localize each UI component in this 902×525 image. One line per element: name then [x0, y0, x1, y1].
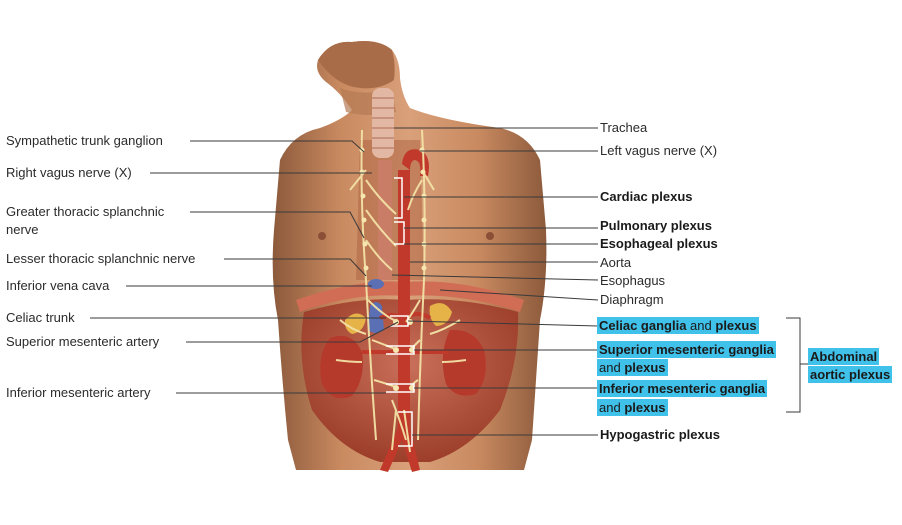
- right-leader-lines: [391, 127, 599, 436]
- superior-and: and: [599, 360, 621, 375]
- label-pulmonary-plexus: Pulmonary plexus: [600, 218, 712, 233]
- inferior-line1: Inferior mesenteric ganglia: [599, 381, 766, 396]
- label-greater-thoracic-splanchnic-line1: Greater thoracic splanchnic: [6, 204, 165, 219]
- aortic-arch: [402, 149, 429, 176]
- esophagus-shape: [378, 160, 392, 280]
- label-superior-mesenteric-artery: Superior mesenteric artery: [6, 334, 160, 349]
- label-aorta: Aorta: [600, 255, 632, 270]
- label-inferior-mesenteric-artery: Inferior mesenteric artery: [6, 385, 151, 400]
- superior-part2: plexus: [624, 360, 666, 375]
- inferior-and: and: [599, 400, 621, 415]
- label-superior-mesenteric-ganglia-line2: and plexus: [597, 359, 668, 376]
- label-celiac-trunk: Celiac trunk: [6, 310, 75, 325]
- label-trachea: Trachea: [600, 120, 648, 135]
- abdominal-line1: Abdominal: [808, 348, 880, 365]
- celiac-part2: plexus: [715, 318, 757, 333]
- celiac-branches: [379, 312, 432, 320]
- inferior-part2: plexus: [624, 400, 666, 415]
- right-nipple: [318, 232, 326, 240]
- left-adrenal: [429, 303, 452, 326]
- label-abdominal-aortic-plexus-line1: Abdominal: [808, 348, 880, 365]
- ivc-shape: [368, 279, 384, 289]
- abdominal-line2: aortic plexus: [808, 366, 893, 383]
- label-inferior-mesenteric-ganglia-line1: Inferior mesenteric ganglia: [597, 380, 768, 397]
- superior-line1: Superior mesenteric ganglia: [599, 342, 774, 357]
- label-hypogastric-plexus: Hypogastric plexus: [600, 427, 720, 442]
- aorta-shape: [398, 170, 410, 430]
- label-celiac-ganglia-and-plexus: Celiac ganglia and plexus: [597, 317, 759, 334]
- right-kidney: [320, 335, 363, 399]
- label-inferior-mesenteric-ganglia-line2: and plexus: [597, 399, 668, 416]
- left-nipple: [486, 232, 494, 240]
- label-sympathetic-trunk-ganglion: Sympathetic trunk ganglion: [6, 133, 163, 148]
- label-inferior-vena-cava: Inferior vena cava: [6, 278, 110, 293]
- label-superior-mesenteric-ganglia-line1: Superior mesenteric ganglia: [597, 341, 776, 358]
- label-left-vagus-nerve: Left vagus nerve (X): [600, 143, 718, 158]
- label-right-vagus-nerve: Right vagus nerve (X): [6, 165, 132, 180]
- label-esophageal-plexus: Esophageal plexus: [600, 236, 718, 251]
- trachea-shape: [372, 88, 394, 158]
- left-kidney: [442, 329, 486, 396]
- celiac-part1: Celiac ganglia: [599, 318, 687, 333]
- label-diaphragm: Diaphragm: [600, 292, 664, 307]
- celiac-and: and: [690, 318, 712, 333]
- jaw: [318, 41, 395, 89]
- right-adrenal: [344, 313, 366, 334]
- iliac-arteries: [380, 428, 420, 472]
- label-greater-thoracic-splanchnic-line2: nerve: [6, 222, 39, 237]
- label-esophagus: Esophagus: [600, 273, 666, 288]
- label-lesser-thoracic-splanchnic-nerve: Lesser thoracic splanchnic nerve: [6, 251, 196, 266]
- diaphragm-shape: [296, 281, 524, 312]
- abdominal-bracket: [786, 317, 808, 413]
- label-abdominal-aortic-plexus-line2: aortic plexus: [808, 366, 893, 383]
- left-leader-lines: [90, 140, 399, 394]
- label-cardiac-plexus: Cardiac plexus: [600, 189, 693, 204]
